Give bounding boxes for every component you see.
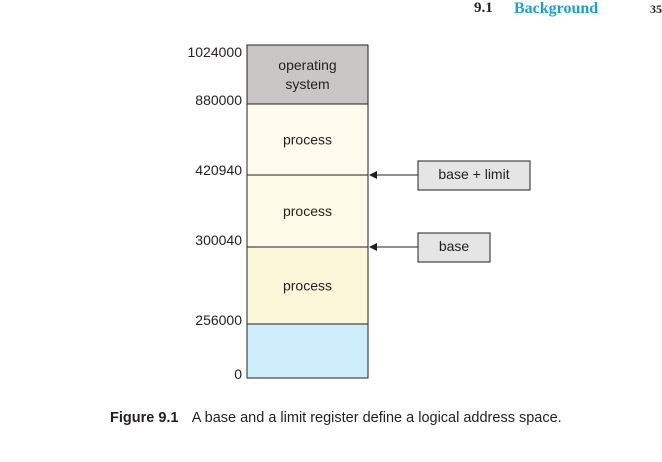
- address-label: 420940: [195, 162, 242, 178]
- section-title: Background: [514, 0, 599, 17]
- base-limit-label: base + limit: [438, 166, 509, 182]
- memory-segment: [246, 323, 369, 379]
- base-box: [417, 232, 491, 263]
- memory-segment: operating system: [246, 44, 369, 105]
- address-label: 0: [234, 366, 242, 382]
- memory-segment-box: [246, 44, 369, 105]
- base-limit-box: [417, 160, 531, 191]
- memory-segment: process: [246, 246, 369, 325]
- memory-segment-label: process: [283, 278, 332, 294]
- base-limit-register: base + limit: [369, 160, 531, 191]
- address-label: 880000: [195, 92, 242, 108]
- memory-segment-label: process: [283, 203, 332, 219]
- memory-diagram: operating system process process process 102…: [187, 44, 531, 382]
- section-number: 9.1: [474, 0, 493, 16]
- page-header: 9.1 Background 35: [0, 0, 662, 22]
- memory-segment: process: [246, 103, 369, 176]
- base-register: base: [369, 232, 491, 263]
- memory-segment-box: [246, 246, 369, 325]
- memory-segment-label: operating: [278, 57, 336, 73]
- memory-segment-box: [246, 103, 369, 176]
- memory-segment-label: process: [283, 132, 332, 148]
- address-label: 256000: [195, 312, 242, 328]
- address-label: 1024000: [187, 44, 242, 60]
- memory-segment-label: system: [285, 76, 329, 92]
- caption-text: A base and a limit register define a log…: [191, 410, 562, 426]
- figure-label: Figure 9.1: [110, 410, 179, 426]
- memory-segment: process: [246, 174, 369, 248]
- figure-caption: Figure 9.1 A base and a limit register d…: [110, 410, 562, 426]
- base-label: base: [439, 238, 470, 254]
- page-number: 35: [650, 2, 662, 16]
- memory-segment-box: [246, 323, 369, 379]
- address-label: 300040: [195, 232, 242, 248]
